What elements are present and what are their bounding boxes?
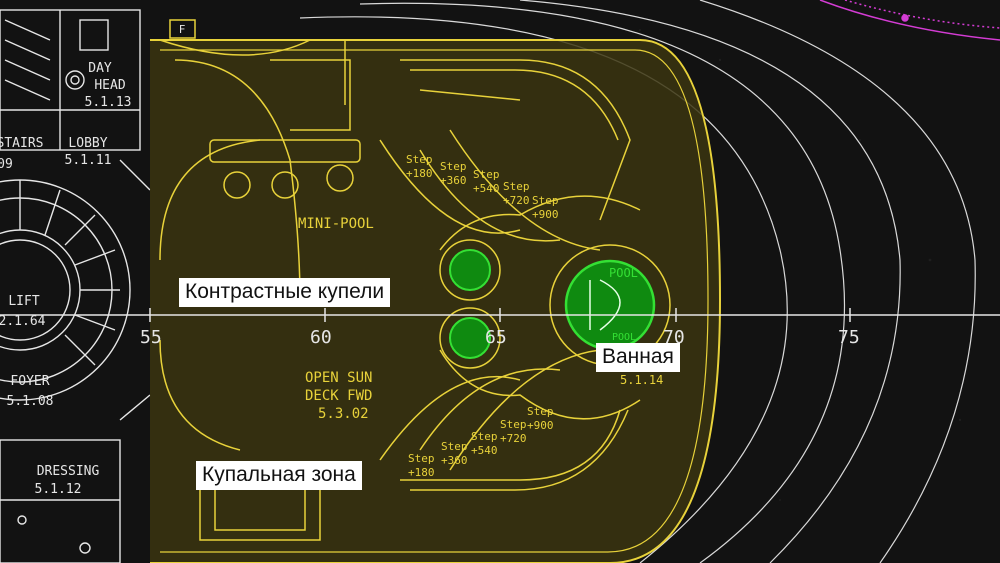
step-lower-5: Step+900: [527, 405, 554, 432]
label-pool-bottom: POOL: [612, 332, 636, 343]
contrast-pools-shapes: [439, 239, 501, 369]
step-upper-1: Step+180: [406, 153, 433, 180]
label-bath-number: 5.1.14: [620, 373, 663, 387]
step-upper-3: Step+540: [473, 168, 500, 195]
step-lower-3: Step+540: [471, 430, 498, 457]
axis-tick-55: 55: [140, 327, 162, 348]
step-lower-2: Step+360: [441, 440, 468, 467]
bath-pool-shape: [549, 244, 671, 366]
room-dressing-number: 5.1.12: [35, 482, 82, 497]
axis-tick-70: 70: [663, 327, 685, 348]
label-pool-top: POOL: [609, 266, 638, 280]
room-day-head-number: 5.1.13: [85, 95, 132, 110]
outer-hull-lines: [299, 0, 976, 563]
marker-f: F: [179, 23, 186, 36]
step-upper-2: Step+360: [440, 160, 467, 187]
callout-bath: Ванная: [596, 343, 680, 372]
label-open-sun-line1: OPEN SUN: [305, 370, 372, 386]
label-open-sun-line2: DECK FWD: [305, 388, 372, 404]
step-lower-1: Step+180: [408, 452, 435, 479]
step-upper-5: Step+900: [532, 194, 559, 221]
callout-bathing-zone: Купальная зона: [196, 461, 362, 490]
room-day-head-line2: HEAD: [94, 78, 125, 93]
room-foyer: FOYER: [10, 374, 49, 389]
callout-contrast-pools: Контрастные купели: [179, 278, 391, 307]
background-texture: [639, 29, 962, 501]
axis-tick-60: 60: [310, 327, 332, 348]
label-mini-pool: MINI-POOL: [298, 216, 374, 232]
left-rooms-drawing: [0, 9, 151, 563]
step-lower-4: Step+720: [500, 418, 527, 445]
axis-tick-75: 75: [838, 327, 860, 348]
room-stairs: STAIRS: [0, 136, 43, 151]
room-lift-number: 2.1.64: [0, 314, 46, 329]
deck-structures: [159, 19, 641, 541]
sun-deck-area: [150, 39, 722, 563]
room-day-head-line1: DAY: [88, 61, 112, 76]
step-upper-4: Step+720: [503, 180, 530, 207]
room-lift: LIFT: [8, 294, 39, 309]
label-open-sun-number: 5.3.02: [318, 406, 369, 422]
magenta-hull-curve: [819, 0, 1000, 41]
room-foyer-number: 5.1.08: [7, 394, 54, 409]
axis: [0, 308, 1000, 322]
room-stairs-number: 09: [0, 157, 13, 172]
room-dressing: DRESSING: [37, 464, 100, 479]
axis-tick-65: 65: [485, 327, 507, 348]
room-lobby: LOBBY: [68, 136, 107, 151]
room-lobby-number: 5.1.11: [65, 153, 112, 168]
